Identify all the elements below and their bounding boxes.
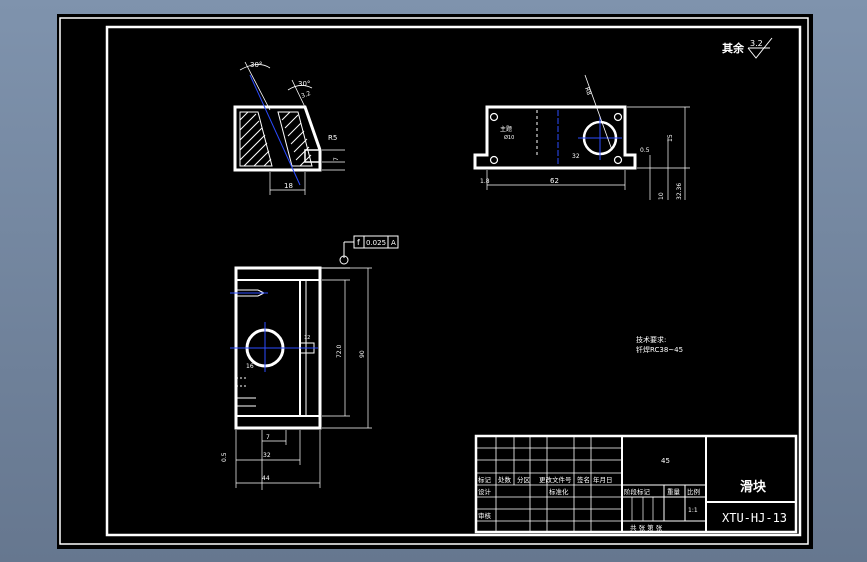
view-bottom: f 0.025 A 72.0 90 16 12 7 32 44 0.5 bbox=[221, 235, 399, 490]
tolerance-datum: A bbox=[391, 239, 396, 247]
material-value: 45 bbox=[661, 457, 670, 465]
header-date: 年月日 bbox=[593, 475, 613, 484]
angle-dim-1: 30° bbox=[250, 61, 262, 69]
title-block-text: 标记 处数 分区 更改文件号 签名 年月日 设计 标准化 审核 阶段标记 重量 … bbox=[478, 457, 787, 532]
view-left-top: 30° 30° 3.2 R5 7 18 bbox=[233, 61, 345, 195]
header-review: 审核 bbox=[478, 511, 492, 520]
header-docno: 更改文件号 bbox=[539, 475, 572, 484]
header-sheets: 共 张 第 张 bbox=[630, 523, 663, 532]
dim-v1: 72.0 bbox=[336, 344, 343, 358]
tolerance-value: 0.025 bbox=[366, 239, 386, 247]
dim-b1: 7 bbox=[266, 434, 270, 441]
roughness-note-text: 其余 bbox=[722, 41, 745, 55]
dim-right-2: 10 bbox=[658, 192, 665, 200]
dim-hole: 16 bbox=[246, 363, 254, 370]
view-right-top: R8 主题 Ø10 32 62 1.8 15 0.5 10 32.36 bbox=[473, 74, 690, 200]
dim-b2: 32 bbox=[263, 452, 271, 459]
angle-dim-2: 30° bbox=[298, 80, 310, 88]
roughness-dim-1: 3.2 bbox=[300, 90, 312, 100]
hole-sub: Ø10 bbox=[504, 134, 514, 141]
dim-bottom-right-top: 62 bbox=[550, 177, 559, 185]
roughness-symbol bbox=[747, 37, 773, 59]
dim-v2: 90 bbox=[359, 350, 366, 358]
title-block-frame bbox=[474, 434, 798, 534]
roughness-note-value: 3.2 bbox=[750, 39, 763, 48]
center-line bbox=[249, 74, 301, 186]
roughness-note: 其余 3.2 bbox=[722, 37, 773, 59]
title-block bbox=[474, 434, 798, 534]
header-zone: 分区 bbox=[517, 475, 531, 484]
header-count: 处数 bbox=[498, 475, 512, 484]
dim-right-small: 0.5 bbox=[640, 147, 650, 154]
drawing-canvas bbox=[57, 14, 813, 549]
header-sign: 签名 bbox=[577, 475, 590, 484]
outer-frame bbox=[59, 17, 809, 545]
hole-label: 主题 bbox=[500, 125, 512, 133]
dim-small-bottom: 12 bbox=[304, 335, 310, 341]
dim-small: 7 bbox=[333, 157, 340, 161]
dim-left-bottom: 0.5 bbox=[221, 452, 228, 462]
drawing-number: XTU-HJ-13 bbox=[722, 511, 787, 525]
scale-value: 1:1 bbox=[688, 507, 698, 514]
header-standard: 标准化 bbox=[549, 487, 569, 496]
part-name: 滑块 bbox=[740, 479, 767, 495]
header-ratio: 比例 bbox=[687, 487, 700, 496]
technical-requirements: 技术要求: 钎焊RC38~45 bbox=[636, 335, 683, 354]
tech-title: 技术要求: bbox=[636, 335, 666, 344]
header-weight: 重量 bbox=[667, 488, 681, 496]
dim-right-3: 32.36 bbox=[676, 183, 683, 200]
dim-r5: R5 bbox=[328, 134, 337, 142]
tech-line-1: 钎焊RC38~45 bbox=[636, 345, 683, 354]
dim-center: 32 bbox=[572, 153, 580, 160]
dim-bottom-left-top: 18 bbox=[284, 182, 293, 190]
right-top-outline bbox=[473, 105, 637, 170]
tolerance-symbol: f bbox=[357, 238, 360, 247]
dim-right-1: 15 bbox=[667, 134, 674, 142]
header-stage: 阶段标记 bbox=[624, 487, 651, 496]
dim-b3: 44 bbox=[262, 475, 270, 482]
header-design: 设计 bbox=[478, 487, 492, 496]
dim-left-small: 1.8 bbox=[480, 178, 490, 185]
radius-label: R8 bbox=[583, 86, 592, 96]
header-mark: 标记 bbox=[478, 475, 492, 484]
inner-border bbox=[105, 25, 802, 537]
